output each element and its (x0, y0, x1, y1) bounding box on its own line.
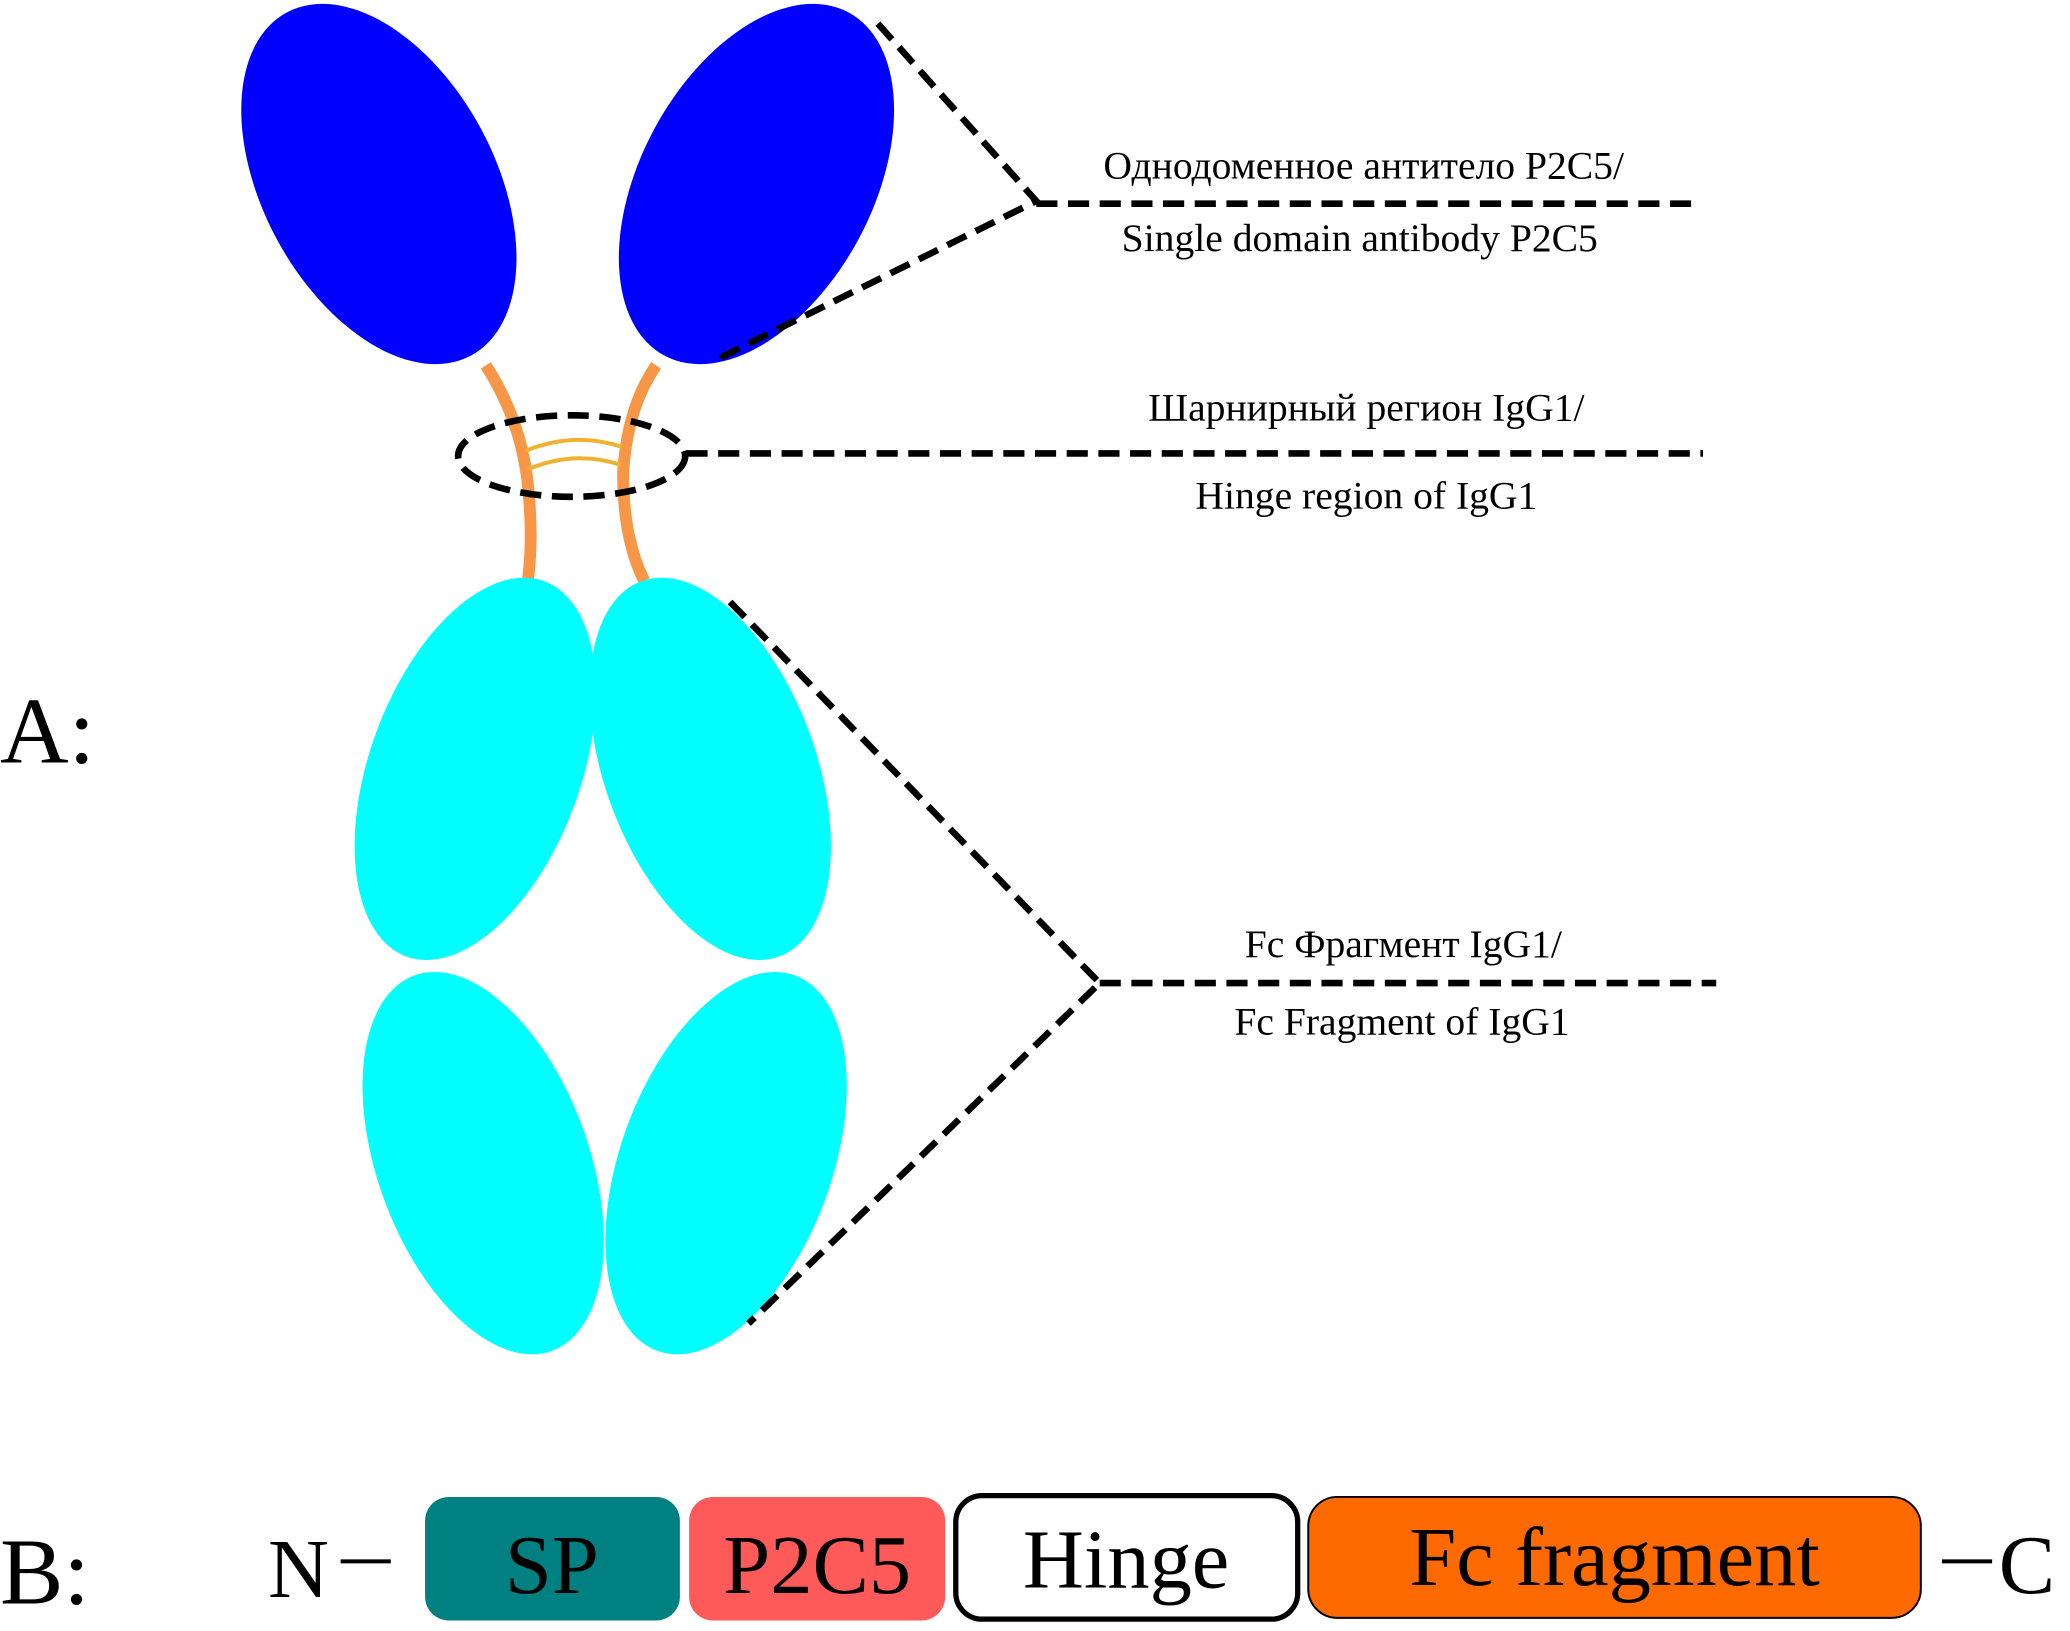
hinge-highlight-ellipse (454, 412, 689, 501)
vhh-domain-left (241, 3, 517, 365)
disulfide-bond-1 (524, 437, 623, 453)
vhh-label-ru: Однодоменное антитело P2C5/ (1103, 144, 1624, 188)
fc-ch2-right (589, 577, 831, 960)
panel-a-label: A: (0, 677, 95, 783)
disulfide-bond-2 (527, 456, 623, 472)
segment-p2c5-label: P2C5 (723, 1519, 911, 1612)
segment-fc-fragment-label: Fc fragment (1409, 1511, 1820, 1604)
segment-hinge (953, 1493, 1301, 1622)
fc-leader-lines (727, 599, 1105, 1326)
fc-ch3-right (605, 971, 847, 1355)
vhh-domain-right (618, 3, 895, 365)
fc-ch3-left (362, 971, 604, 1355)
panel-b-label: B: (0, 1519, 90, 1625)
fc-label-ru: Fc Фрагмент IgG1/ (1245, 922, 1562, 966)
hinge-label-ru: Шарнирный регион IgG1/ (1148, 386, 1584, 430)
segment-p2c5 (689, 1496, 946, 1621)
vhh-label-en: Single domain antibody P2C5 (1122, 216, 1598, 260)
hinge-label-en: Hinge region of IgG1 (1195, 474, 1537, 518)
n-terminus-label: N (268, 1523, 329, 1616)
segment-sp-label: SP (505, 1519, 599, 1612)
fc-ch2-left (354, 577, 596, 960)
fc-label-en: Fc Fragment of IgG1 (1234, 999, 1569, 1043)
segment-fc-fragment (1307, 1495, 1922, 1619)
segment-hinge-label: Hinge (1023, 1514, 1229, 1607)
hinge-chain-left (480, 362, 537, 580)
segment-sp (425, 1496, 680, 1621)
hinge-chain-right (617, 362, 662, 584)
c-terminus-label: C (1999, 1519, 2055, 1612)
